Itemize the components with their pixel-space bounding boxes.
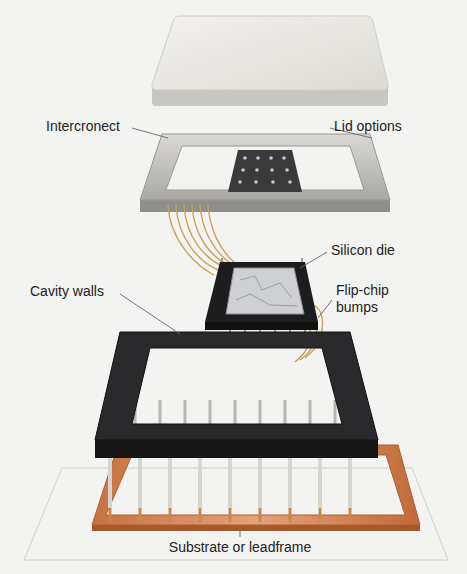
- cavity-walls: [95, 332, 378, 458]
- leader-lines: [120, 128, 372, 537]
- part-label: Flip-chip bumps: [336, 282, 414, 316]
- part-label: Silicon die: [331, 242, 395, 259]
- lid: [152, 16, 388, 106]
- part-label: Cavity walls: [30, 283, 104, 300]
- part-label: Lid options: [334, 118, 402, 135]
- ground-plane: [24, 468, 448, 560]
- silicon-die: [205, 258, 318, 336]
- interconnect-frame: [140, 134, 390, 212]
- part-label: Intercronect: [46, 118, 120, 135]
- part-label: Substrate or leadframe: [166, 539, 314, 556]
- front-leads: [110, 458, 350, 522]
